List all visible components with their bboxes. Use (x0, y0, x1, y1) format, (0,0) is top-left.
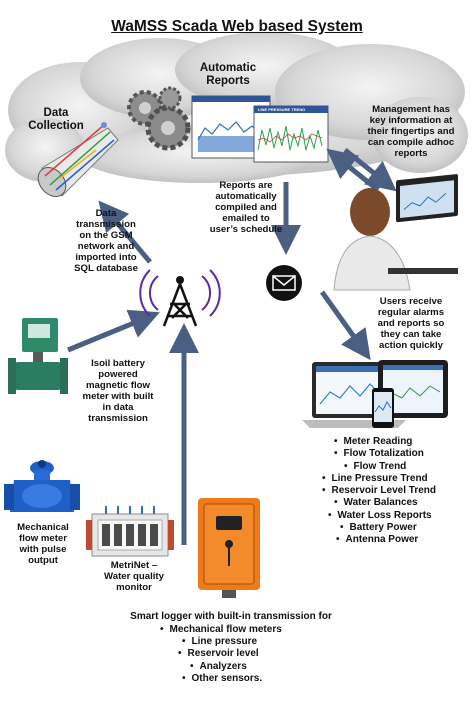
report-list-item: •Meter Reading (334, 436, 413, 447)
report-list-item: •Line Pressure Trend (322, 472, 428, 484)
smart-logger-graphic (198, 498, 260, 598)
page-title: WaMSS Scada Web based System (111, 18, 363, 35)
isoil-meter-label: Isoil battery powered magnetic flow mete… (82, 358, 154, 424)
smart-logger-heading: Smart logger with built-in transmission … (130, 611, 332, 622)
report-windows-graphic (191, 95, 329, 163)
envelope-icon (266, 265, 302, 301)
mechanical-flow-meter-graphic (4, 460, 80, 512)
users-receive-label: Users receive regular alarms and reports… (377, 296, 445, 351)
logger-list-item: •Other sensors. (182, 672, 263, 684)
logger-list-item: •Analyzers (190, 660, 247, 672)
isoil-flow-meter-graphic (8, 318, 68, 394)
report-list-item: •Water Loss Reports (328, 509, 432, 521)
automatic-reports-label: Automatic Reports (199, 62, 257, 87)
mechanical-meter-label: Mechanical flow meter with pulse output (17, 522, 69, 566)
metrinet-monitor-graphic (86, 506, 174, 557)
data-collection-graphic (37, 122, 119, 197)
flow-arrows (67, 148, 397, 545)
gear-icon (127, 86, 191, 151)
report-list-item: •Flow Trend (344, 460, 407, 472)
report-list-item: •Reservoir Level Trend (322, 485, 437, 497)
report-list-item: •Antenna Power (336, 534, 419, 546)
antenna-icon (139, 269, 221, 327)
reports-compiled-label: Reports are automatically compiled and e… (209, 180, 283, 235)
metrinet-label: MetriNet – Water quality monitor (104, 560, 164, 593)
logger-list-item: •Reservoir level (178, 648, 259, 660)
management-label: Management has key information at their … (367, 104, 455, 159)
logger-list-item: •Mechanical flow meters (160, 624, 282, 635)
report-list: •Meter Reading •Flow Totalization •Flow … (322, 436, 436, 547)
logger-list-item: •Line pressure (182, 636, 258, 648)
report-list-item: •Flow Totalization (334, 448, 424, 460)
management-person-graphic (333, 174, 458, 291)
report-window-title: LINE PRESSURE TREND (258, 107, 306, 112)
data-transmission-label: Data transmission on the GSM network and… (74, 208, 138, 274)
data-collection-label: Data Collection (28, 107, 84, 132)
phone-icon (372, 388, 394, 428)
report-list-item: •Battery Power (340, 522, 417, 534)
report-list-item: •Water Balances (334, 497, 418, 509)
logger-list: •Mechanical flow meters •Line pressure •… (160, 624, 282, 685)
